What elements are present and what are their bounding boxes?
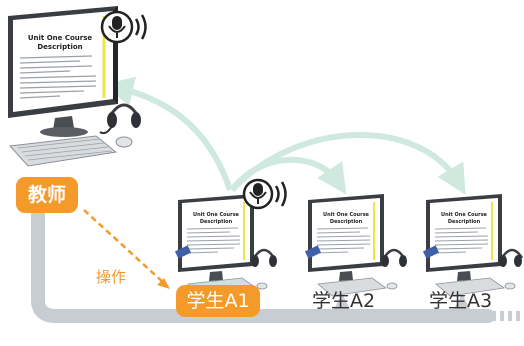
student-a3-doc-title-2: Description: [448, 219, 481, 225]
student-a2-doc-title-2: Description: [330, 219, 363, 225]
operation-label: 操作: [96, 268, 127, 286]
student-station-a2: Unit One Course Description: [304, 194, 407, 297]
network-track: [31, 208, 495, 323]
teacher-microphone-sound-icon: [100, 10, 147, 44]
student-a3-label: 学生A3: [429, 290, 493, 312]
student-a3-mouse-icon: [504, 282, 516, 290]
student-a1-monitor-icon: Unit One Course Description: [178, 194, 254, 281]
flow-arrow-to-a3: [229, 132, 466, 195]
student-a1-label: 学生A1: [176, 285, 260, 317]
student-station-a1: Unit One Course Description: [174, 178, 287, 297]
student-a1-headset-icon: [251, 248, 277, 267]
teacher-headset-icon: [99, 103, 141, 135]
student-a2-label: 学生A2: [312, 290, 376, 312]
student-a2-mouse-icon: [386, 282, 398, 290]
teacher-station: Unit One Course Description: [8, 6, 147, 167]
student-a3-headset-icon: [499, 248, 524, 267]
teacher-keyboard-icon: [8, 135, 118, 167]
student-a2-headset-icon: [381, 248, 407, 267]
student-a1-doc-title-2: Description: [200, 219, 233, 225]
student-a2-doc-tool-icon: [304, 245, 322, 259]
student-a2-monitor-icon: Unit One Course Description: [308, 194, 384, 281]
student-a1-doc-tool-icon: [174, 245, 192, 259]
student-a3-doc-tool-icon: [422, 245, 440, 259]
student-a2-doc-title-1: Unit One Course: [323, 212, 370, 218]
student-a3-keyboard-icon: [435, 277, 506, 297]
teacher-doc-title-2: Description: [37, 43, 82, 51]
student-a3-monitor-icon: Unit One Course Description: [426, 194, 502, 281]
teacher-doc-title-1: Unit One Course: [28, 34, 93, 42]
flow-arrow-to-teacher: [103, 76, 233, 191]
operation-arrowhead: [157, 278, 170, 289]
student-station-a3: Unit One Course Description: [422, 194, 524, 297]
teacher-label: 教师: [16, 177, 78, 213]
student-a3-doc-title-1: Unit One Course: [441, 212, 488, 218]
student-a1-microphone-sound-icon: [242, 178, 287, 210]
student-a1-doc-title-1: Unit One Course: [193, 212, 240, 218]
student-a1-mouse-icon: [256, 282, 268, 290]
student-a2-keyboard-icon: [317, 277, 388, 297]
track-tick-3: [454, 294, 470, 309]
operation-dashed-arrow: [83, 209, 166, 285]
track-tick-2: [334, 294, 350, 309]
network-track-dots: [492, 311, 520, 321]
teacher-mouse-icon: [115, 136, 133, 148]
